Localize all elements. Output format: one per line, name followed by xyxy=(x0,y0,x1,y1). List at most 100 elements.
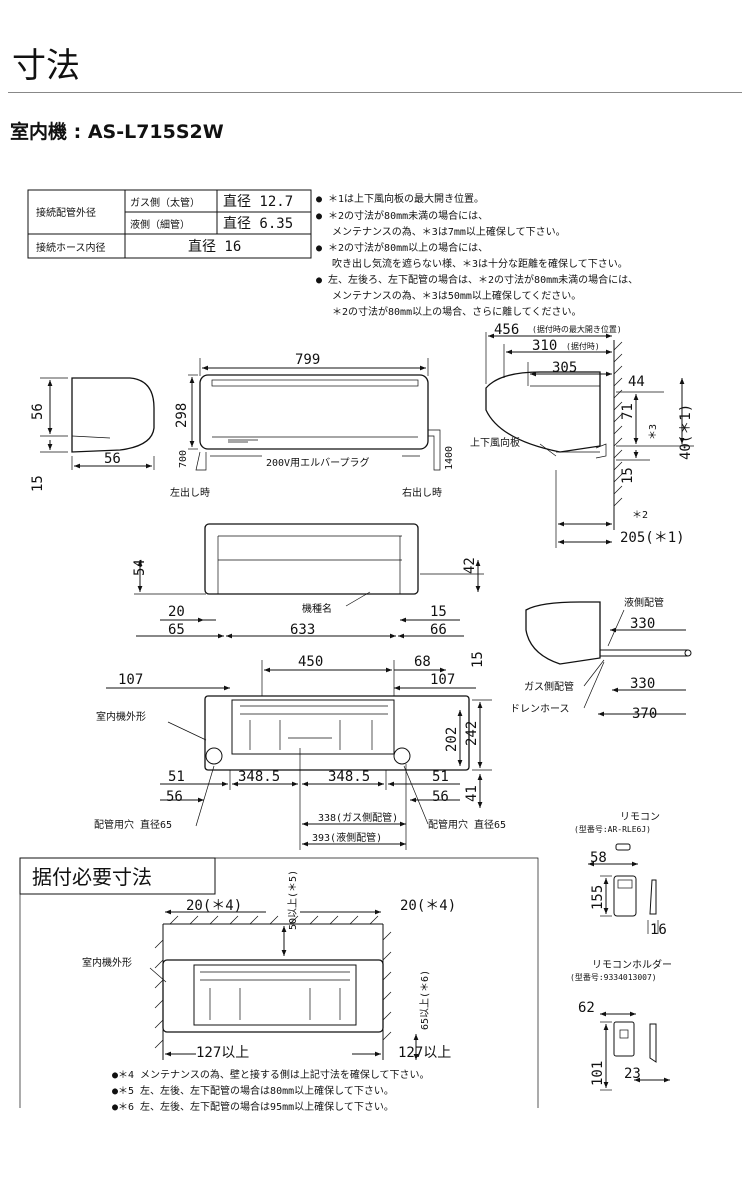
remote-label: リモコン xyxy=(620,812,660,823)
dim-62: 62 xyxy=(578,1000,595,1016)
left-side-view: 56 56 15 xyxy=(30,377,155,492)
spec-row1-label: 接続配管外径 xyxy=(36,206,96,219)
dim-15-bottom: 15 xyxy=(430,604,447,620)
dim-242: 242 xyxy=(464,721,480,746)
page-title: 寸法 xyxy=(12,46,80,86)
dim-65-star6: 65以上(＊6) xyxy=(419,970,431,1030)
dim-456: 456 xyxy=(494,322,519,338)
dim-127b: 127以上 xyxy=(398,1045,451,1061)
dim-65: 65 xyxy=(168,622,185,638)
dim-330a: 330 xyxy=(630,616,655,632)
dim-71: 71 xyxy=(620,403,636,420)
right-side-view: 456 (据付時の最大開き位置) 310 (据付時) 305 44 71 ＊3 … xyxy=(470,322,694,548)
dim-star3: ＊3 xyxy=(648,424,659,440)
holder-label: リモコンホルダー xyxy=(592,958,672,971)
remote-view: リモコン (型番号:AR-RLE6J) 58 155 16 xyxy=(574,812,667,938)
liquid-value: 直径 6.35 xyxy=(223,215,293,232)
liquid-side-label: 液側（細管） xyxy=(130,218,190,231)
install-section: 据付必要寸法 20(＊4) 20(＊4) 50以上(＊5) xyxy=(19,857,539,1113)
dim-633: 633 xyxy=(290,622,315,638)
hole-left-label: 配管用穴 直径65 xyxy=(94,818,172,831)
dim-310: 310 xyxy=(532,338,557,354)
dim-370: 370 xyxy=(632,706,657,722)
spec-row2-label: 接続ホース内径 xyxy=(36,241,106,254)
side-pipe-view: 液側配管 330 ガス側配管 330 ドレンホース 370 xyxy=(510,596,692,722)
note-line: ＊2の寸法が80mm以上の場合、さらに離してください。 xyxy=(332,305,582,318)
dim-68: 68 xyxy=(414,654,431,670)
note-line: ● ＊1は上下風向板の最大開き位置。 xyxy=(316,192,484,205)
dim-799: 799 xyxy=(295,352,320,368)
drain-hose-label: ドレンホース xyxy=(510,703,570,715)
hole-right-label: 配管用穴 直径65 xyxy=(428,818,506,831)
spec-table: 接続配管外径 ガス側（太管） 直径 12.7 液側（細管） 直径 6.35 接続… xyxy=(27,189,312,259)
notes-block: ● ＊1は上下風向板の最大開き位置。 ● ＊2の寸法が80mm未満の場合には、 … xyxy=(316,192,638,318)
dim-58: 58 xyxy=(590,850,607,866)
dim-star2: ＊2 xyxy=(632,510,648,521)
dim-1400: 1400 xyxy=(444,446,455,470)
gas-side-label: ガス側（太管） xyxy=(130,196,200,209)
hose-value: 直径 16 xyxy=(188,238,241,255)
install-note-4: ●＊4 メンテナンスの為、壁と接する側は上記寸法を確保して下さい。 xyxy=(112,1068,430,1081)
dim-40: 40(＊1) xyxy=(678,404,694,460)
dim-56-horizontal: 56 xyxy=(104,451,121,467)
install-outline-label: 室内機外形 xyxy=(82,956,132,969)
dim-107a: 107 xyxy=(118,672,143,688)
back-outline-label: 室内機外形 xyxy=(96,710,146,723)
holder-model: (型番号:9334013007) xyxy=(570,972,657,982)
bottom-view: 54 42 機種名 20 15 65 633 66 xyxy=(132,523,484,639)
dim-20-star4b: 20(＊4) xyxy=(400,898,456,914)
note-line: 吹き出し気流を遮らない様、＊3は十分な距離を確保して下さい。 xyxy=(332,257,628,270)
dim-305: 305 xyxy=(552,360,577,376)
dim-56a: 56 xyxy=(166,789,183,805)
dim-107b: 107 xyxy=(430,672,455,688)
install-note-5: ●＊5 左、左後、左下配管の場合は80mm以上確保して下さい。 xyxy=(112,1084,394,1097)
dim-330b: 330 xyxy=(630,676,655,692)
note-line: メンテナンスの為、＊3は7mm以上確保して下さい。 xyxy=(332,225,566,238)
plug-label: 200V用エルバープラグ xyxy=(266,456,369,469)
note-line: メンテナンスの為、＊3は50mm以上確保してください。 xyxy=(332,289,581,302)
dim-42: 42 xyxy=(462,557,478,574)
dim-155: 155 xyxy=(590,885,606,910)
holder-view: リモコンホルダー (型番号:9334013007) 62 101 23 xyxy=(570,958,672,1091)
gas-pipe-label: ガス側配管 xyxy=(524,680,574,693)
left-out-label: 左出し時 xyxy=(170,486,210,499)
dim-20-star4a: 20(＊4) xyxy=(186,898,242,914)
title-divider xyxy=(8,92,742,93)
note-line: ● 左、左後ろ、左下配管の場合は、＊2の寸法が80mm未満の場合には、 xyxy=(316,273,638,286)
install-note-6: ●＊6 左、左後、左下配管の場合は95mm以上確保して下さい。 xyxy=(112,1100,394,1113)
dim-393: 393(液側配管) xyxy=(312,831,382,844)
dim-50-star5: 50以上(＊5) xyxy=(287,870,299,930)
dim-20: 20 xyxy=(168,604,185,620)
dim-41: 41 xyxy=(464,785,480,802)
dim-101: 101 xyxy=(590,1061,606,1086)
note-line: ● ＊2の寸法が80mm以上の場合には、 xyxy=(316,241,488,254)
dim-23: 23 xyxy=(624,1066,641,1082)
right-out-label: 右出し時 xyxy=(402,486,442,499)
dim-51b: 51 xyxy=(432,769,449,785)
dim-66: 66 xyxy=(430,622,447,638)
louver-label: 上下風向板 xyxy=(470,436,520,449)
remote-model: (型番号:AR-RLE6J) xyxy=(574,824,651,834)
dim-127a: 127以上 xyxy=(196,1045,249,1061)
dim-348-5a: 348.5 xyxy=(238,769,280,785)
dim-310-note: (据付時) xyxy=(566,341,600,351)
front-view: 799 298 700 1400 200V用エルバープラグ 左出し時 右出し時 xyxy=(170,352,455,499)
dim-56b: 56 xyxy=(432,789,449,805)
dim-16: 16 xyxy=(650,922,667,938)
dim-202: 202 xyxy=(444,727,460,752)
dim-15: 15 xyxy=(30,475,46,492)
model-heading: 室内機 : AS-L715S2W xyxy=(10,121,224,143)
note-line: ● ＊2の寸法が80mm未満の場合には、 xyxy=(316,209,488,222)
dim-15-back: 15 xyxy=(470,651,486,668)
dim-338: 338(ガス側配管) xyxy=(318,811,398,824)
model-name-label: 機種名 xyxy=(302,602,332,615)
back-view: 450 68 15 107 107 室内機外形 202 242 xyxy=(94,651,506,850)
gas-value: 直径 12.7 xyxy=(223,193,293,210)
dim-348-5b: 348.5 xyxy=(328,769,370,785)
dim-54: 54 xyxy=(132,559,148,576)
dim-51a: 51 xyxy=(168,769,185,785)
dim-456-note: (据付時の最大開き位置) xyxy=(532,324,622,334)
dim-15-right: 15 xyxy=(620,467,636,484)
dim-56-vertical: 56 xyxy=(30,403,46,420)
